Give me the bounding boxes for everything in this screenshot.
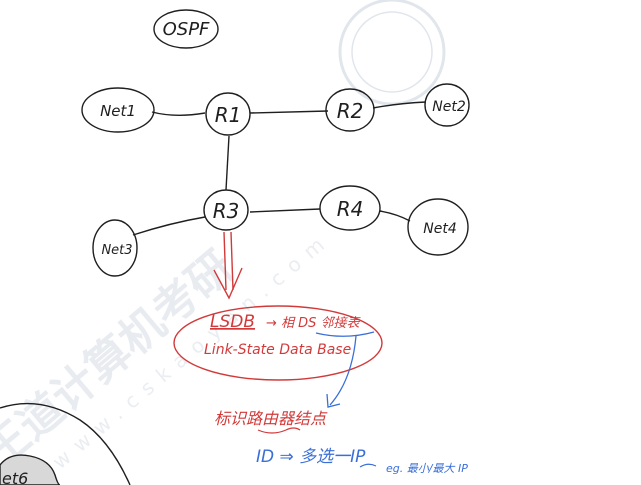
r1-label: R1	[215, 103, 242, 127]
id-underline	[359, 463, 377, 468]
lsdb-label: LSDB	[210, 312, 255, 332]
link-r1-r3	[225, 135, 230, 191]
net1-cloud	[81, 87, 155, 133]
id-text: ID ⇒ 多选一IP	[256, 447, 366, 467]
watermark: 王道计算机考研 www.cskaoyan.com	[0, 0, 446, 478]
router-id-group: 标识路由器结点 ID ⇒ 多选一IP eg. 最小/最大 IP	[214, 409, 468, 475]
title-group: OSPF	[153, 9, 219, 49]
lsdb-oval	[173, 305, 383, 381]
net4-cloud	[407, 198, 469, 256]
net3-label: Net3	[101, 243, 132, 258]
node-r2: R2	[325, 88, 375, 132]
link-r3-r4	[249, 208, 321, 213]
watermark-seal-inner	[351, 11, 433, 93]
lsdb-group: LSDB → 相 DS 邻接表 Link-State Data Base	[173, 305, 383, 381]
red-arrow	[213, 231, 243, 300]
blue-arrow-head	[326, 393, 341, 408]
node-r4: R4	[319, 185, 381, 231]
router-id-label: 标识路由器结点	[214, 409, 328, 428]
r4-label: R4	[337, 197, 364, 221]
link-r1-r2	[249, 110, 329, 114]
link-r4-net4	[379, 210, 411, 222]
lsdb-note-underline	[315, 331, 375, 337]
net4-label: Net4	[423, 221, 456, 237]
net3-cloud	[92, 219, 138, 277]
red-arrow-left-shaft	[223, 231, 227, 291]
blue-arrow	[326, 335, 357, 408]
net1-label: Net1	[100, 102, 136, 120]
r4-circle	[319, 185, 381, 231]
title-bubble	[153, 9, 219, 49]
r3-circle	[203, 189, 249, 231]
net2-cloud	[424, 83, 470, 127]
node-net2: Net2	[424, 83, 470, 127]
router-id-underline	[257, 427, 301, 434]
partial-cloud-blob	[0, 454, 61, 485]
node-net4: Net4	[407, 198, 469, 256]
link-net1-r1	[151, 111, 206, 116]
partial-cloud-arc	[0, 402, 131, 485]
blue-arrow-shaft	[329, 335, 357, 406]
node-net3: Net3	[92, 219, 138, 277]
node-net1: Net1	[81, 87, 155, 133]
partial-cloud-text: et6	[2, 469, 28, 485]
link-r3-net3	[132, 216, 206, 236]
lsdb-full-label: Link-State Data Base	[204, 342, 351, 358]
watermark-text: 王道计算机考研	[0, 241, 243, 478]
node-r1: R1	[205, 92, 251, 136]
page-title: OSPF	[163, 19, 210, 40]
r1-circle	[205, 92, 251, 136]
id-example: eg. 最小/最大 IP	[386, 462, 468, 475]
r2-circle	[325, 88, 375, 132]
r3-label: R3	[213, 199, 240, 223]
red-arrow-head	[213, 267, 243, 300]
watermark-seal	[338, 0, 446, 106]
lsdb-arrow-note: → 相 DS 邻接表	[266, 316, 362, 331]
link-r2-net2	[372, 101, 427, 109]
partial-net-bottom-left: et6	[0, 402, 131, 485]
r2-label: R2	[337, 99, 364, 123]
red-arrow-right-shaft	[230, 231, 234, 291]
node-r3: R3	[203, 189, 249, 231]
net2-label: Net2	[432, 99, 466, 115]
links	[132, 101, 427, 236]
